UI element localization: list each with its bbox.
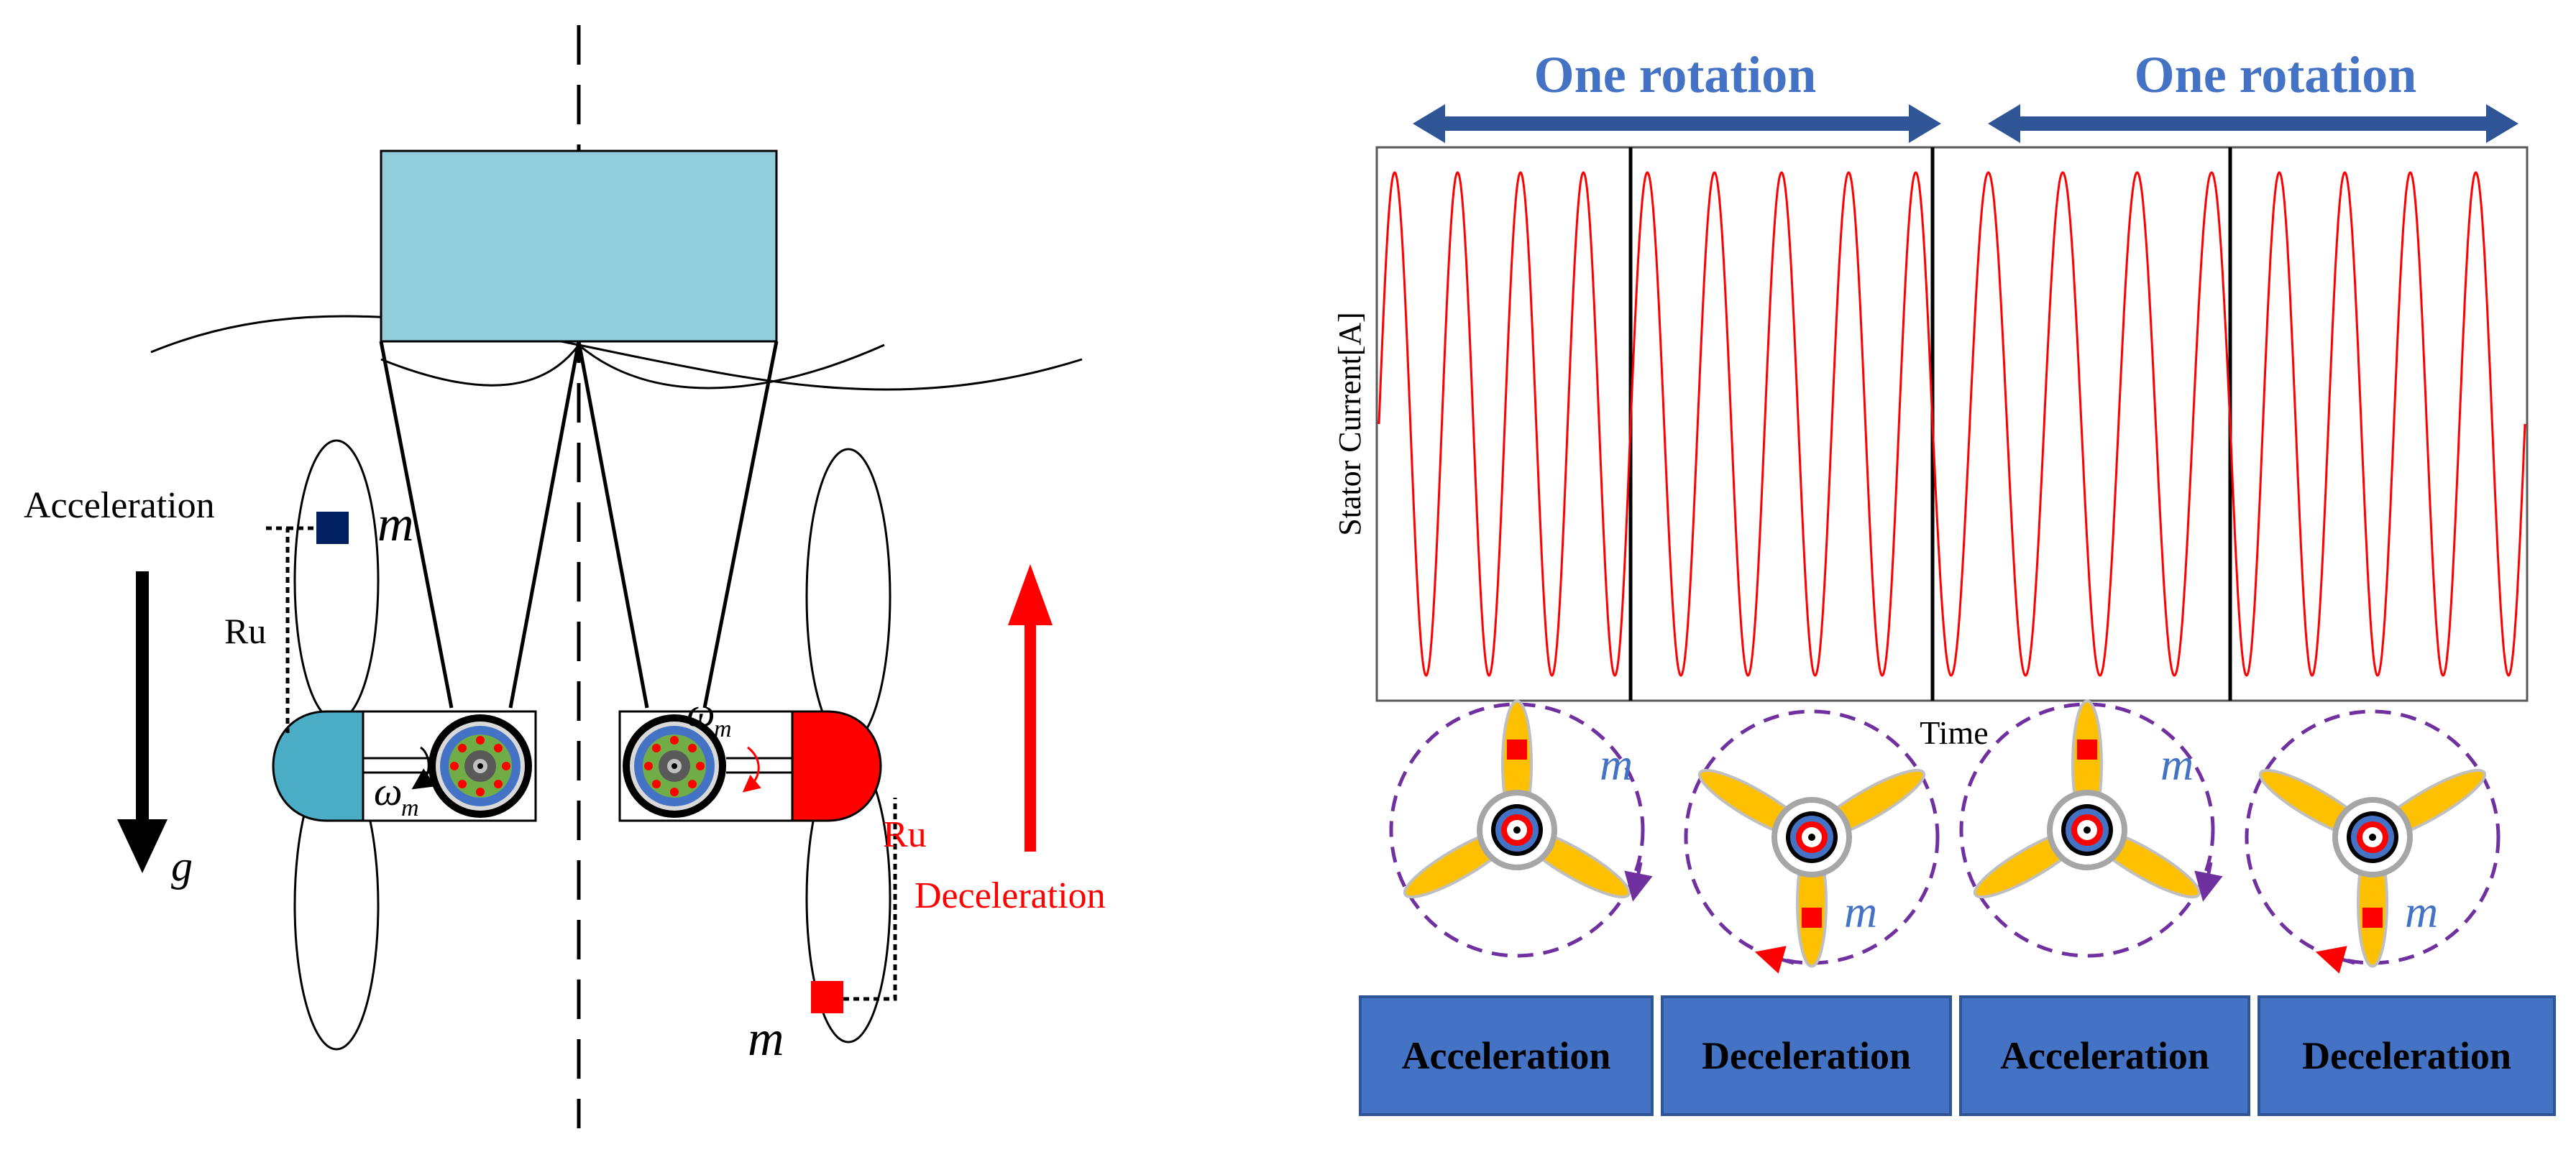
ru-label-left: Ru — [224, 611, 266, 651]
mass-label-left: m — [377, 497, 414, 552]
rotor-hub-icon — [2050, 793, 2124, 867]
rotor-mass-label-2: m — [1844, 886, 1877, 937]
rotor-mass-label-3: m — [2160, 739, 2194, 790]
left-omega-arrow — [411, 746, 436, 790]
blade-mass-square — [2362, 908, 2383, 928]
plot-frame — [1375, 146, 2529, 702]
blade-mass-square — [1507, 739, 1527, 760]
rotor-hub-icon — [1774, 800, 1849, 875]
water-surface-wave-2 — [380, 343, 885, 390]
omega-sub-right: m — [714, 716, 732, 742]
right-omega-arrow — [742, 746, 761, 793]
platform-box — [380, 149, 778, 343]
stator-current-wave — [1378, 171, 2526, 677]
accel-label: Acceleration — [24, 485, 215, 526]
ru-dotted-right — [843, 798, 897, 1001]
mass-square-accel — [316, 512, 349, 544]
rotation-path-circle — [1684, 709, 1940, 965]
rotor-icon-2: m — [1684, 709, 1940, 974]
phase-label-3: Acceleration — [2000, 1034, 2209, 1077]
omega-label-left: ω — [374, 770, 403, 814]
mass-square-decel — [811, 981, 843, 1013]
phase-label-1: Acceleration — [1401, 1034, 1611, 1077]
omega-label-right: ω — [687, 691, 715, 735]
right-nacelle-nose — [791, 710, 882, 822]
blade-mass-square — [1802, 908, 1822, 928]
rotor-icon-1: m — [1389, 699, 1653, 958]
phase-label-2: Deceleration — [1702, 1034, 1911, 1077]
rotation-path-circle — [1959, 702, 2215, 958]
left-generator-icon — [428, 714, 532, 818]
omega-sub-left: m — [401, 795, 419, 821]
support-lines — [379, 341, 779, 709]
phase-box-2: Deceleration — [1661, 995, 1952, 1116]
rotation-path-circle — [2245, 709, 2501, 965]
x-axis-label: Time — [1920, 714, 1988, 751]
rotation-path-circle — [1389, 702, 1645, 958]
blade-mass-square — [2077, 739, 2097, 760]
rotation-label-1: One rotation — [1534, 46, 1817, 103]
phase-box-4: Deceleration — [2258, 995, 2556, 1116]
rotor-hub-icon — [2335, 800, 2410, 875]
rotation-direction-arrow — [1754, 946, 1795, 974]
rotor-hub-icon — [1480, 793, 1554, 867]
rotor-icon-4: m — [2245, 709, 2501, 974]
rotor-icon-3: m — [1959, 699, 2223, 958]
gravity-label: g — [171, 842, 193, 890]
rotation-label-2: One rotation — [2135, 46, 2417, 103]
rotation-arrow-2 — [1988, 104, 2518, 143]
rotation-direction-arrow — [2194, 862, 2223, 902]
rotor-mass-label-1: m — [1600, 739, 1633, 790]
right-panel: One rotation One rotation Stator Current… — [1332, 46, 2529, 974]
mass-label-right: m — [748, 1011, 784, 1066]
phase-box-1: Acceleration — [1359, 995, 1654, 1116]
left-blade-upper — [293, 439, 380, 722]
ru-label-right: Ru — [883, 814, 927, 855]
rotation-direction-arrow — [1624, 862, 1653, 902]
y-axis-label: Stator Current[A] — [1332, 312, 1367, 536]
right-blade-upper — [805, 448, 891, 745]
left-panel: Acceleration m Ru ω m ω m g Ru Decelerat… — [24, 25, 1106, 1128]
decel-label: Deceleration — [915, 875, 1106, 916]
left-nacelle-nose — [272, 710, 365, 822]
rotor-mass-label-4: m — [2405, 886, 2438, 937]
rotation-direction-arrow — [2315, 946, 2355, 974]
ru-dotted-left — [266, 526, 290, 733]
rotation-arrow-1 — [1413, 104, 1941, 143]
phase-box-3: Acceleration — [1959, 995, 2250, 1116]
phase-label-4: Deceleration — [2302, 1034, 2511, 1077]
